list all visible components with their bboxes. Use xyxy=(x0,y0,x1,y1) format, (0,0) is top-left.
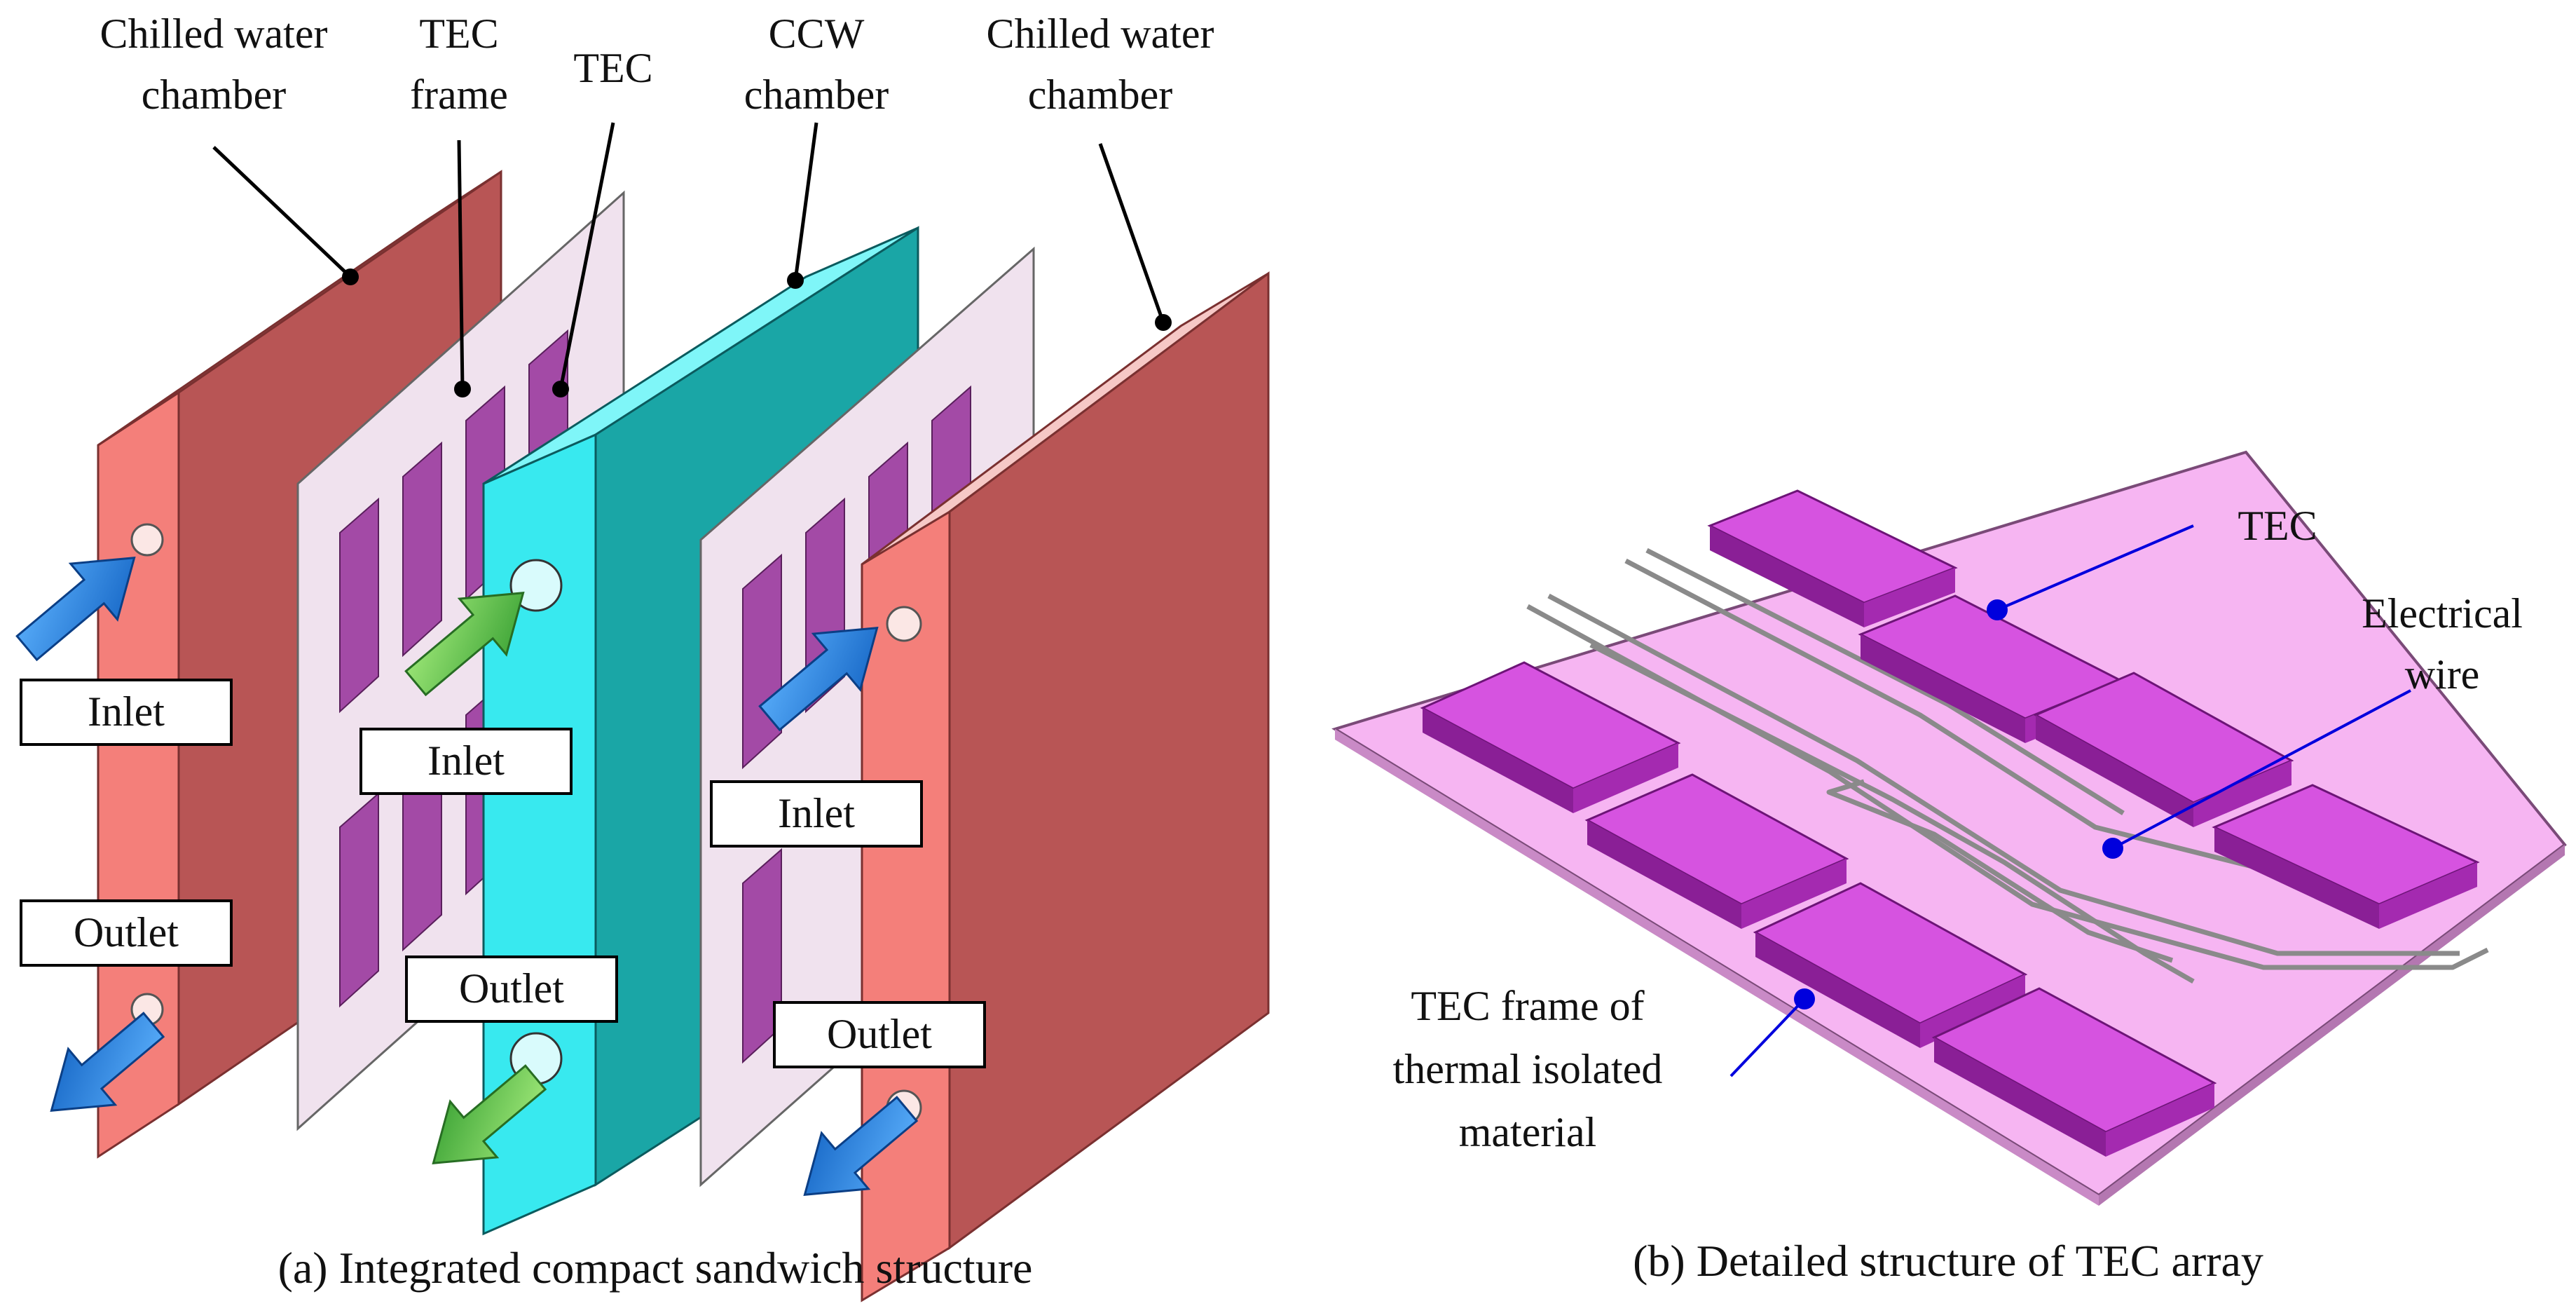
callout-frame-line3: material xyxy=(1459,1109,1597,1155)
tec-module xyxy=(1707,489,1958,627)
inlet-arrow-3 xyxy=(758,627,879,732)
outlet-box-1-label: Outlet xyxy=(74,909,179,955)
inlet-box-1-label: Inlet xyxy=(88,688,165,735)
inlet-box-3-label: Inlet xyxy=(778,790,855,836)
tec-module xyxy=(1420,661,1681,813)
callout-ccw-line1: CCW xyxy=(769,11,865,57)
callout-wire-line1: Electrical xyxy=(2362,590,2523,637)
tec-module xyxy=(2212,784,2480,929)
callout-chilled-left-line2: chamber xyxy=(142,72,287,118)
leader-lines-a xyxy=(212,122,1165,390)
inlet-box-2: Inlet xyxy=(359,728,573,795)
callout-ccw-line2: chamber xyxy=(744,72,889,118)
inlet-arrow-1 xyxy=(15,557,136,662)
callout-tec: TEC xyxy=(573,45,652,91)
callout-chilled-right-line2: chamber xyxy=(1028,72,1173,118)
electrical-wires xyxy=(1526,547,2489,984)
caption-a: (a) Integrated compact sandwich structur… xyxy=(278,1243,1033,1293)
outlet-box-2-label: Outlet xyxy=(459,965,564,1012)
outlet-arrow-1 xyxy=(50,1012,165,1112)
outlet-box-1: Outlet xyxy=(20,899,233,967)
outlet-box-3-label: Outlet xyxy=(827,1011,932,1057)
callout-tec-b: TEC xyxy=(2238,503,2317,549)
outlet-arrow-2 xyxy=(432,1064,547,1164)
tec-module xyxy=(1931,987,2217,1157)
tec-module xyxy=(1584,773,1849,929)
outlet-arrow-3 xyxy=(803,1096,919,1196)
panel-b: TEC Electrical wire TEC frame of thermal… xyxy=(1331,450,2567,1286)
inlet-box-3: Inlet xyxy=(710,780,923,848)
tec-module xyxy=(2033,672,2294,827)
tec-module xyxy=(1753,882,2028,1048)
callout-wire-line2: wire xyxy=(2405,651,2480,698)
leader-lines-b xyxy=(1729,524,2411,1077)
caption-b: (b) Detailed structure of TEC array xyxy=(1633,1236,2263,1286)
leader-dots-b xyxy=(1794,599,2123,1009)
outlet-box-3: Outlet xyxy=(773,1001,986,1068)
callout-chilled-right-line1: Chilled water xyxy=(987,11,1214,57)
callout-chilled-left-line1: Chilled water xyxy=(100,11,328,57)
inlet-box-2-label: Inlet xyxy=(427,737,505,784)
callout-frame-line1: TEC frame of xyxy=(1411,983,1644,1029)
inlet-arrow-2 xyxy=(404,592,525,697)
panel-a: Chilled water chamber TEC frame TEC CCW … xyxy=(15,11,1270,1302)
callout-tec-frame-line1: TEC xyxy=(419,11,498,57)
outlet-box-2: Outlet xyxy=(405,955,618,1023)
leader-dots-a xyxy=(342,268,1172,397)
inlet-box-1: Inlet xyxy=(20,679,233,746)
callout-frame-line2: thermal isolated xyxy=(1393,1046,1663,1092)
callout-tec-frame-line2: frame xyxy=(410,72,508,118)
